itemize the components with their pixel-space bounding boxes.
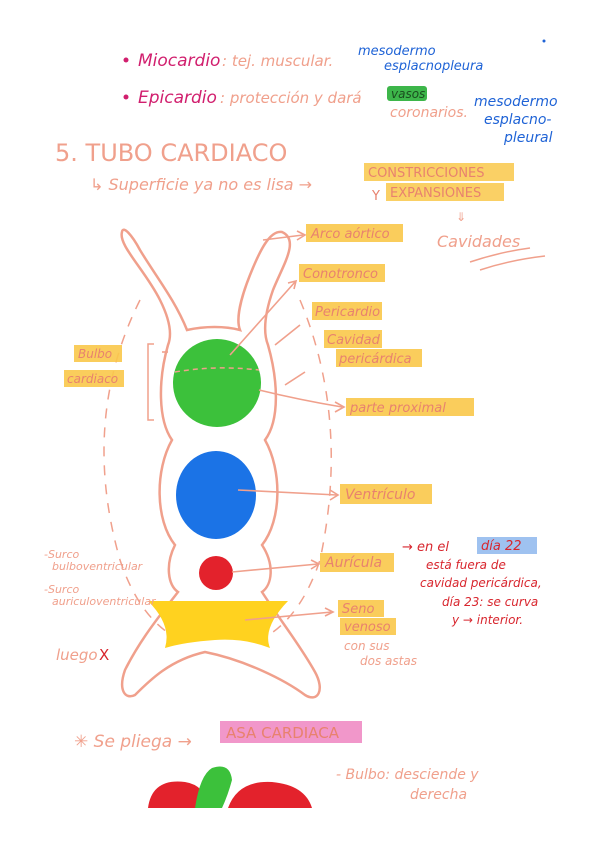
epicardio-term: Epicardio: [138, 88, 217, 108]
arrow-down-icon: ⇓: [456, 210, 466, 224]
dia-22-highlight: [477, 537, 537, 554]
arco-highlight: [306, 224, 403, 242]
label-seno-1: Seno: [342, 602, 374, 617]
pericardium-outline: [259, 299, 332, 641]
label-cavidad-2: pericárdica: [338, 352, 412, 367]
label-parte-proximal: parte proximal: [349, 401, 446, 416]
bullet-icon: [123, 57, 129, 63]
miocardio-term: Miocardio: [138, 51, 220, 71]
label-surco2-2: auriculoventricular: [52, 595, 157, 608]
bulbo-cardiaco-region: [173, 339, 261, 427]
bulbo-label-highlight-2: [64, 370, 124, 387]
seno-highlight-1: [338, 600, 384, 617]
seno-venoso-region: [148, 601, 288, 648]
label-arrows: [162, 230, 346, 621]
asa-green: [195, 766, 232, 808]
header-epicardio: Epicardio : protección y dará vasos coro…: [123, 86, 558, 146]
section-title: 5. TUBO CARDIACO: [55, 139, 287, 167]
underline-stroke: [479, 255, 546, 271]
constricciones-highlight: [364, 163, 514, 181]
label-surco1-1: -Surco: [44, 548, 79, 561]
bottom-section: ✳ Se pliega → ASA CARDIACA - Bulbo: desc…: [74, 721, 479, 808]
bullet-icon: [123, 94, 129, 100]
pericardio-highlight: [312, 302, 382, 320]
expansiones-text: EXPANSIONES: [390, 186, 481, 201]
label-auricula: Aurícula: [324, 555, 382, 571]
ink-dot: [542, 39, 546, 43]
dia-note-l5: y → interior.: [451, 613, 523, 627]
epicardio-note-2: esplacno-: [484, 112, 551, 128]
label-surco1-2: bulboventricular: [52, 560, 144, 573]
label-luego: luego: [56, 646, 98, 664]
asa-red-left: [148, 781, 210, 808]
epicardio-desc: : protección y dará: [220, 89, 362, 107]
label-luego-x: X: [99, 646, 109, 664]
asa-red-right: [228, 781, 312, 808]
bulbo-divider: [174, 367, 260, 373]
auricula-region: [199, 556, 233, 590]
ventriculo-highlight: [340, 484, 432, 504]
label-ventriculo: Ventrículo: [345, 487, 415, 503]
label-arco-aortico: Arco aórtico: [310, 227, 390, 242]
label-bulbo-1: Bulbo: [78, 347, 112, 361]
epicardio-note-1: mesodermo: [474, 94, 558, 110]
miocardio-desc: : tej. muscular.: [222, 52, 333, 70]
underline-stroke: [469, 247, 531, 263]
label-seno-2: venoso: [344, 620, 391, 635]
auricula-highlight: [320, 553, 394, 572]
dia-22-text: día 22: [481, 539, 522, 554]
cavidad-highlight-2: [336, 349, 422, 367]
parte-highlight: [346, 398, 474, 416]
asa-cardiaca-text: ASA CARDIACA: [226, 724, 340, 742]
label-surco2-1: -Surco: [44, 583, 79, 596]
bulbo-desciende-2: derecha: [410, 787, 467, 803]
asa-highlight: [220, 721, 362, 743]
dia-note-l2: está fuera de: [426, 558, 506, 572]
label-pericardio: Pericardio: [315, 305, 380, 320]
label-bulbo-2: cardiaco: [67, 372, 118, 386]
se-pliega-text: ✳ Se pliega →: [74, 732, 192, 752]
label-conotronco: Conotronco: [303, 267, 378, 282]
label-astas-1: con sus: [344, 639, 389, 653]
dia-note-l3: cavidad pericárdica,: [420, 576, 542, 590]
vasos-highlight: [387, 86, 427, 101]
label-cavidad-1: Cavidad: [327, 333, 381, 348]
label-astas-2: dos astas: [360, 654, 417, 668]
bulbo-label-highlight-1: [74, 345, 122, 362]
header-miocardio: Miocardio : tej. muscular. mesodermo esp…: [123, 39, 546, 74]
seno-highlight-2: [340, 618, 396, 635]
heart-tube-diagram: Arco aórtico Conotronco Pericardio Cavid…: [44, 224, 474, 699]
coronarios-text: coronarios.: [390, 105, 468, 121]
cavidad-highlight-1: [324, 330, 382, 348]
surface-text: ↳ Superficie ya no es lisa →: [90, 175, 312, 194]
dia-note: → en el día 22 está fuera de cavidad per…: [402, 537, 542, 627]
epicardio-note-3: pleural: [503, 130, 553, 146]
dia-note-l1: → en el: [402, 540, 449, 555]
constricciones-text: CONSTRICCIONES: [368, 166, 485, 181]
miocardio-note-1: mesodermo: [358, 44, 436, 59]
ventriculo-region: [176, 451, 256, 539]
expansiones-highlight: [386, 183, 504, 201]
tube-outline: [120, 228, 321, 699]
cono-highlight: [299, 264, 385, 282]
cavidades-text: Cavidades: [437, 232, 520, 251]
bulbo-bracket: [147, 343, 154, 421]
bulbo-desciende-1: - Bulbo: desciende y: [336, 767, 479, 783]
vasos-text: vasos: [391, 87, 425, 101]
dia-note-l4: día 23: se curva: [442, 595, 538, 609]
miocardio-note-2: esplacnopleura: [384, 59, 483, 74]
pericardium-outline: [103, 299, 181, 641]
constricciones-y: Y: [371, 189, 380, 204]
